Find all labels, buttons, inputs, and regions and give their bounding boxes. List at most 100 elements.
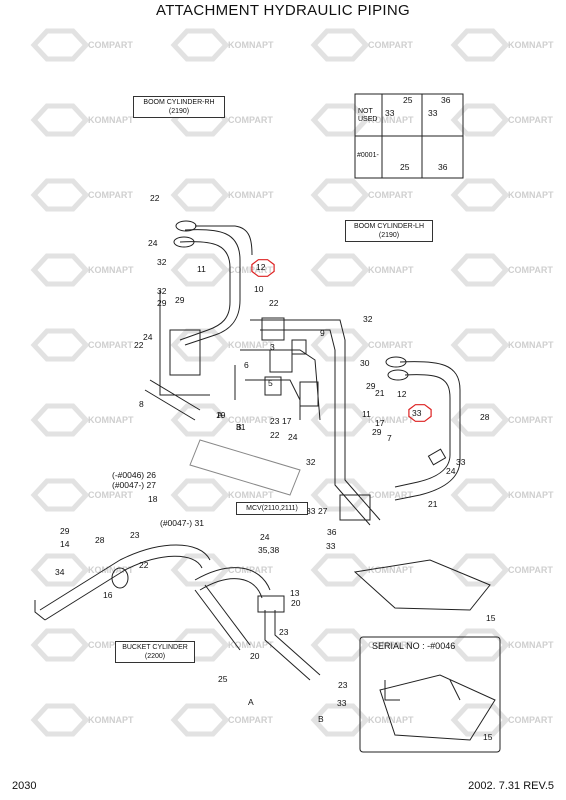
watermark-logo xyxy=(170,328,230,362)
watermark-text: COMPART xyxy=(508,115,553,125)
boom-lh-line1: BOOM CYLINDER-LH xyxy=(353,223,424,230)
watermark-logo xyxy=(30,478,90,512)
callout-20: 20 xyxy=(291,598,301,608)
watermark-logo xyxy=(170,703,230,737)
boom-rh-line2: (2190) xyxy=(168,108,190,115)
callout-35-38: 35,38 xyxy=(258,545,280,555)
watermark-text: KOMNAPT xyxy=(508,340,554,350)
table-callout-25: 25 xyxy=(403,95,413,105)
watermark-text: COMPART xyxy=(368,40,413,50)
watermark-logo xyxy=(450,628,510,662)
variant-note-3: (#0047-) 31 xyxy=(160,518,204,528)
port-label-b: B xyxy=(236,422,242,432)
callout-15: 15 xyxy=(483,732,493,742)
callout-12: 12 xyxy=(256,262,266,272)
watermark-text: KOMNAPT xyxy=(88,715,134,725)
callout-11: 11 xyxy=(362,409,371,419)
callout-21: 21 xyxy=(375,388,385,398)
watermark-text: KOMNAPT xyxy=(368,565,414,575)
mcv-label: MCV(2110,2111) xyxy=(236,502,308,515)
watermark-logo xyxy=(30,253,90,287)
watermark-text: KOMNAPT xyxy=(228,640,274,650)
callout-7: 7 xyxy=(387,433,392,443)
watermark-logo xyxy=(30,328,90,362)
watermark-text: KOMNAPT xyxy=(368,265,414,275)
page-number: 2030 xyxy=(12,780,37,792)
callout-23: 23 xyxy=(270,416,280,426)
watermark-text: KOMNAPT xyxy=(508,640,554,650)
callout-27: 27 xyxy=(318,506,328,516)
callout-36: 36 xyxy=(327,527,337,537)
watermark-text: KOMNAPT xyxy=(228,190,274,200)
watermark-text: COMPART xyxy=(508,565,553,575)
callout-23: 23 xyxy=(279,627,289,637)
watermark-logo xyxy=(30,103,90,137)
boom-cylinder-lh-label: BOOM CYLINDER-LH (2190) xyxy=(345,220,433,242)
variant-note-2: (#0047-) 27 xyxy=(112,480,156,490)
watermark-logo xyxy=(450,178,510,212)
watermark-logo xyxy=(310,628,370,662)
watermark-logo xyxy=(310,253,370,287)
callout-28: 28 xyxy=(95,535,105,545)
watermark-text: KOMNAPT xyxy=(88,265,134,275)
watermark-logo xyxy=(170,403,230,437)
table-callout-33: 33 xyxy=(428,108,438,118)
watermark-logo xyxy=(30,178,90,212)
date-revision: 2002. 7.31 REV.5 xyxy=(468,780,554,792)
callout-29: 29 xyxy=(157,298,167,308)
callout-32: 32 xyxy=(157,286,167,296)
watermark-logo xyxy=(30,28,90,62)
bucket-line1: BUCKET CYLINDER xyxy=(122,644,188,651)
watermark-logo xyxy=(450,403,510,437)
callout-34: 34 xyxy=(55,567,65,577)
bucket-line2: (2200) xyxy=(144,653,166,660)
callout-33: 33 xyxy=(306,506,316,516)
callout-32: 32 xyxy=(306,457,316,467)
boom-lh-line2: (2190) xyxy=(378,232,400,239)
variant-note-1: (-#0046) 26 xyxy=(112,470,156,480)
callout-29: 29 xyxy=(60,526,70,536)
callout-24: 24 xyxy=(260,532,270,542)
serial-no-label: SERIAL NO : -#0046 xyxy=(372,641,456,651)
table-callout-33: 33 xyxy=(385,108,395,118)
watermark-text: COMPART xyxy=(508,715,553,725)
port-label-a: A xyxy=(217,410,223,420)
watermark-text: KOMNAPT xyxy=(88,565,134,575)
callout-24: 24 xyxy=(143,332,153,342)
not-used-line1: NOT xyxy=(358,108,373,115)
watermark-text: KOMNAPT xyxy=(508,190,554,200)
port-label-a: A xyxy=(248,697,254,707)
watermark-text: KOMNAPT xyxy=(228,340,274,350)
callout-33: 33 xyxy=(412,408,422,418)
watermark-logo xyxy=(30,703,90,737)
callout-22: 22 xyxy=(269,298,279,308)
watermark-logo xyxy=(450,253,510,287)
callout-14: 14 xyxy=(60,539,70,549)
callout-29: 29 xyxy=(366,381,376,391)
callout-33: 33 xyxy=(326,541,336,551)
callout-22: 22 xyxy=(150,193,160,203)
callout-16: 16 xyxy=(103,590,113,600)
watermark-logo xyxy=(310,553,370,587)
highlight-marker xyxy=(408,404,432,422)
callout-21: 21 xyxy=(428,499,438,509)
callout-22: 22 xyxy=(270,430,280,440)
watermark-logo xyxy=(310,478,370,512)
callout-6: 6 xyxy=(244,360,249,370)
mcv-text: MCV(2110,2111) xyxy=(246,505,298,512)
callout-24: 24 xyxy=(148,238,158,248)
callout-10: 10 xyxy=(254,284,264,294)
callout-30: 30 xyxy=(360,358,370,368)
watermark-logo xyxy=(450,328,510,362)
watermark-text: KOMNAPT xyxy=(508,40,554,50)
callout-32: 32 xyxy=(157,257,167,267)
watermark-logo xyxy=(310,703,370,737)
watermark-text: COMPART xyxy=(88,40,133,50)
table-callout-36: 36 xyxy=(441,95,451,105)
watermark-text: COMPART xyxy=(228,115,273,125)
watermark-layer: COMPART KOMNAPT COMPART KOMNAPT KOMNAPT COMPA… xyxy=(30,28,554,737)
table-serial-from: #0001- xyxy=(357,152,379,159)
callout-18: 18 xyxy=(148,494,158,504)
